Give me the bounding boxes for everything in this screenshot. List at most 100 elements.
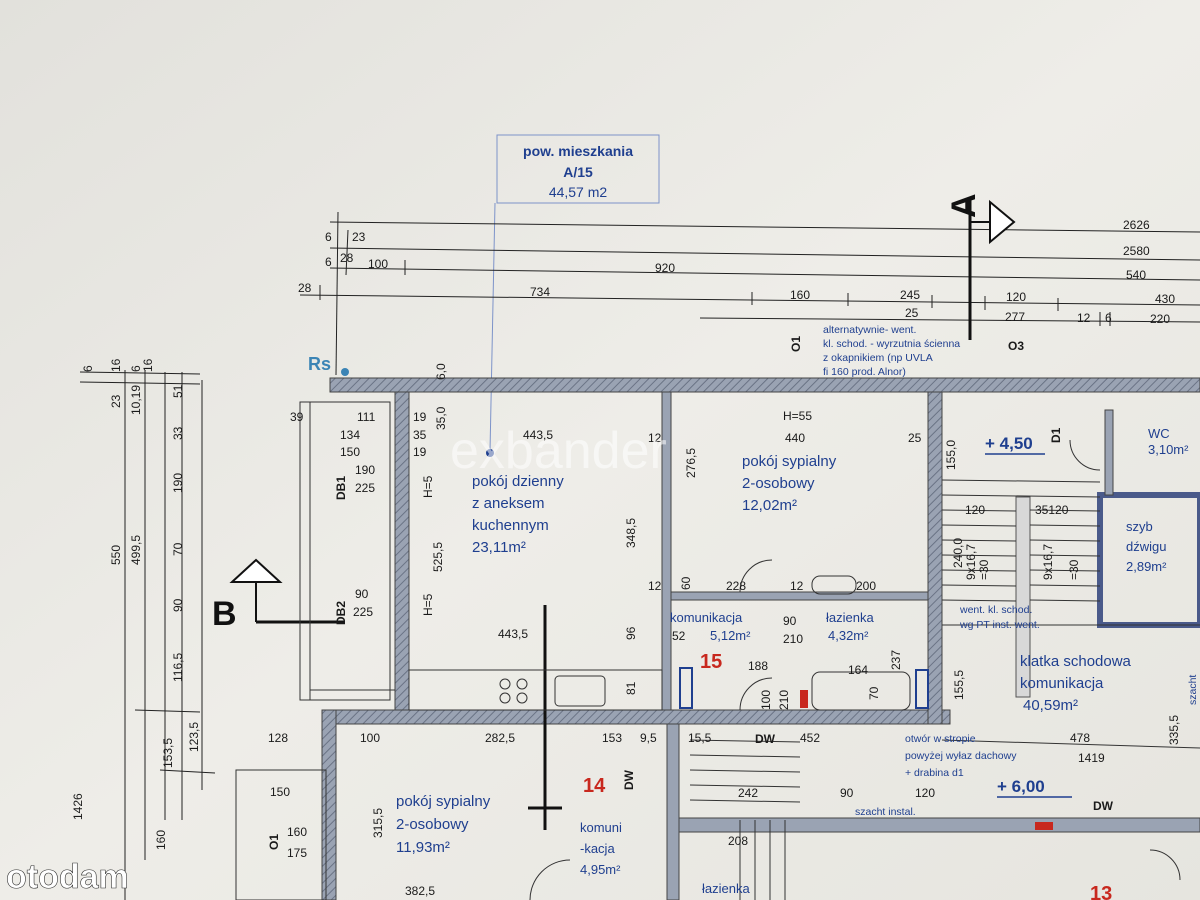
dim-100a: 100	[368, 257, 388, 271]
dim-23a: 23	[352, 230, 366, 244]
dim-60: 60	[679, 576, 693, 590]
apartment-13: 13	[1090, 883, 1112, 900]
dim-12c: 12	[648, 579, 662, 593]
dim-208: 208	[728, 834, 748, 848]
dim-335-5: 335,5	[1167, 715, 1181, 745]
dim-6b: 6	[325, 255, 332, 269]
dim-h5b: H=5	[421, 593, 435, 616]
room-lift-shaft: szyb dźwigu 2,89m²	[1126, 519, 1167, 574]
dim-left-1165: 116,5	[171, 653, 185, 682]
bed1-label-2: 2-osobowy	[742, 475, 815, 492]
dim-left-190: 190	[171, 473, 185, 493]
dim-150b: 150	[270, 785, 290, 799]
dim-left-160: 160	[154, 830, 168, 850]
dim-35a: 35	[413, 428, 427, 442]
left-dimension-lines	[79, 370, 216, 900]
stair-label-1: klatka schodowa	[1020, 653, 1132, 670]
dim-525-5: 525,5	[431, 542, 445, 572]
dim-282-5: 282,5	[485, 731, 515, 745]
dim-12b: 12	[648, 431, 662, 445]
left-dimension-labels: 6 16 6 16 23 550 1426 10,19 499,5 160 51…	[71, 358, 201, 850]
tag-db1: DB1	[334, 476, 348, 500]
dim-225a: 225	[355, 481, 375, 495]
room-wc: WC 3,10m²	[1148, 426, 1189, 457]
bed2-label-2: 2-osobowy	[396, 816, 469, 833]
dim-920: 920	[655, 261, 675, 275]
dim-220: 220	[1150, 312, 1170, 326]
hall14-label-1: komuni	[580, 820, 622, 835]
dim-28b: 28	[298, 281, 312, 295]
apartment-15: 15	[700, 651, 722, 673]
dim-128: 128	[268, 731, 288, 745]
brand-logo-otodam: otodam	[6, 858, 129, 896]
dim-276-5: 276,5	[684, 448, 698, 478]
walls	[235, 377, 1200, 900]
opening-note-3: + drabina d1	[905, 767, 964, 779]
opening-note-1: otwór w stropie	[905, 733, 976, 745]
room-bedroom-2: pokój sypialny 2-osobowy 11,93m²	[396, 793, 491, 856]
hall14-label-2: -kacja	[580, 841, 615, 856]
dim-left-6b: 6	[129, 365, 143, 372]
dim-9-5: 9,5	[640, 731, 657, 745]
dim-12a: 12	[1077, 311, 1091, 325]
dim-452: 452	[800, 731, 820, 745]
opening-note: otwór w stropie powyżej wyłaz dachowy + …	[905, 733, 1017, 779]
dim-237: 237	[889, 650, 903, 670]
dim-left-4995: 499,5	[129, 535, 143, 565]
bed2-label-1: pokój sypialny	[396, 793, 491, 810]
tag-o3: O3	[1008, 339, 1024, 353]
dim-478: 478	[1070, 731, 1090, 745]
top-dimension-lines	[299, 211, 1200, 376]
dim-6-0: 6,0	[434, 363, 448, 380]
room-hall-15: komunikacja 5,12m²	[670, 610, 751, 643]
dim-15-5: 15,5	[688, 731, 712, 745]
dim-19b: 19	[413, 445, 427, 459]
dim-348-5: 348,5	[624, 518, 638, 548]
dim-12d: 12	[790, 579, 804, 593]
staircase	[689, 479, 1101, 900]
section-marker-a: A	[945, 193, 1016, 340]
bath15-label: łazienka	[826, 610, 874, 625]
dim-96: 96	[624, 626, 638, 640]
dim-160a: 160	[790, 288, 810, 302]
dim-120c: 120	[965, 503, 985, 517]
dim-52: 52	[672, 629, 686, 643]
tag-dw-a: DW	[755, 732, 776, 746]
dim-25b: 25	[908, 431, 922, 445]
dim-443-5a: 443,5	[523, 428, 553, 442]
dim-35-0: 35,0	[434, 406, 448, 430]
level-4-50: + 4,50	[985, 434, 1033, 453]
living-area: 23,11m²	[472, 539, 526, 556]
dim-242: 242	[738, 786, 758, 800]
dim-228: 228	[726, 579, 746, 593]
dim-225b: 225	[353, 605, 373, 619]
dim-35120: 35120	[1035, 503, 1069, 517]
bath15-area: 4,32m²	[828, 628, 869, 643]
dim-left-90: 90	[171, 598, 185, 612]
dim-left-1235: 123,5	[187, 722, 201, 752]
stair-area: 40,59m²	[1023, 697, 1078, 714]
dim-382-5: 382,5	[405, 884, 435, 898]
dim-100b: 100	[759, 690, 773, 710]
dim-left-1019: 10,19	[129, 385, 143, 415]
dim-left-33: 33	[171, 426, 185, 440]
stair-label-2: komunikacja	[1020, 675, 1104, 692]
tag-db2: DB2	[334, 601, 348, 625]
lift-label-2: dźwigu	[1126, 539, 1166, 554]
apartment-area-box: pow. mieszkania A/15 44,57 m2	[486, 134, 660, 457]
dim-90b: 90	[783, 614, 797, 628]
dim-28a: 28	[340, 251, 354, 265]
dim-left-23: 23	[109, 394, 123, 408]
dim-245: 245	[900, 288, 920, 302]
dim-100c: 100	[360, 731, 380, 745]
tag-dw-c: DW	[622, 769, 636, 790]
room-bath-15: łazienka 4,32m²	[826, 610, 874, 643]
wc-label: WC	[1148, 426, 1170, 441]
dim-left-16a: 16	[109, 358, 123, 372]
dim-150: 150	[340, 445, 360, 459]
dim-70: 70	[867, 686, 881, 700]
bath14-label: łazienka	[702, 881, 750, 896]
dim-164: 164	[848, 663, 868, 677]
vent-note-2: kl. schod. - wyrzutnia ścienna	[823, 338, 960, 350]
rs-label: Rs	[308, 354, 331, 374]
